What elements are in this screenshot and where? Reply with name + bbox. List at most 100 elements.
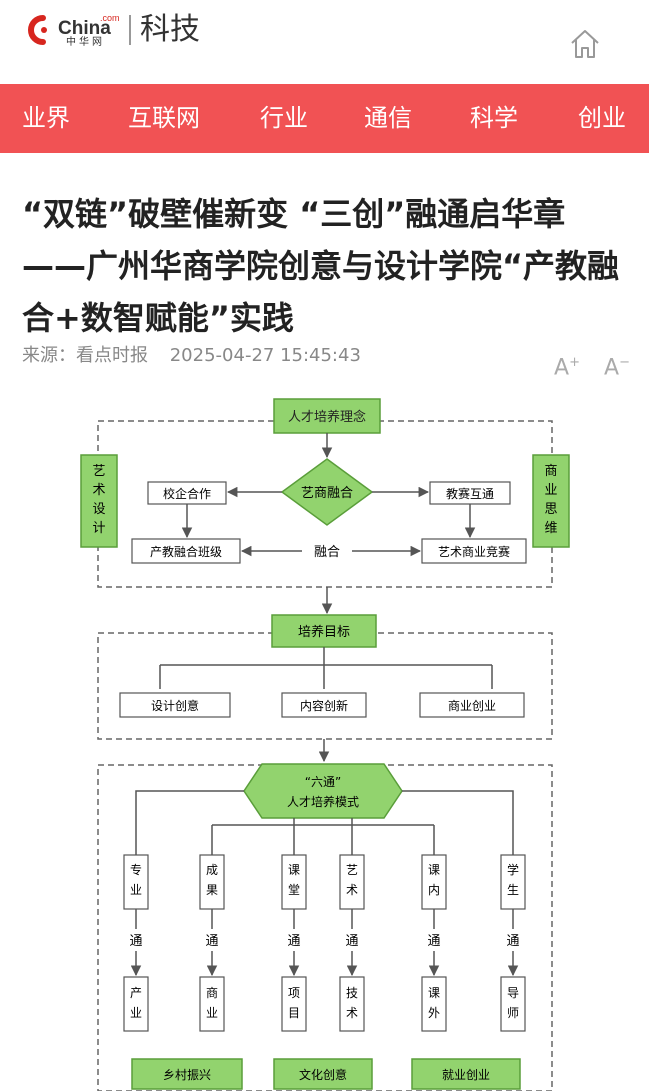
svg-text:中华网: 中华网 <box>66 35 105 48</box>
svg-text:.com: .com <box>100 13 120 23</box>
mode-hexagon-label: 人才培养模式 <box>287 794 359 809</box>
mode-hexagon-title: “六通” <box>305 775 341 789</box>
channel-nav: 业界 互联网 行业 通信 科学 创业 <box>0 84 649 153</box>
business-thinking-box <box>532 454 570 548</box>
font-increase-button[interactable]: A+ <box>554 355 580 381</box>
nav-item-industry[interactable]: 业界 <box>22 104 70 132</box>
site-header: China .com 中华网 科技 <box>0 0 649 84</box>
pair-top-box <box>199 854 225 910</box>
outcome-label: 就业创业 <box>442 1068 490 1082</box>
fusion-diamond-label: 艺商融合 <box>301 486 353 501</box>
goal-box-label: 培养目标 <box>298 624 350 640</box>
pair-bottom-char: 师 <box>507 1006 519 1020</box>
pair-bottom-char: 术 <box>346 1006 358 1020</box>
pair-top-char: 专 <box>130 862 142 877</box>
industry-class-label: 产教融合班级 <box>150 544 222 559</box>
article-source: 来源：看点时报 <box>22 345 148 366</box>
pair-bottom-char: 商 <box>206 985 218 1000</box>
business-thinking-char: 业 <box>544 483 557 498</box>
goal-frame <box>97 632 553 740</box>
pair-top-box <box>421 854 447 910</box>
pair-top-char: 生 <box>507 883 519 897</box>
teaching-competition-label: 教赛互通 <box>446 486 494 501</box>
outcome-label: 文化创意 <box>299 1067 347 1082</box>
art-design-char: 计 <box>92 521 105 536</box>
pair-bottom-box <box>500 976 526 1032</box>
pair-bottom-char: 目 <box>288 1006 300 1020</box>
pair-bottom-char: 业 <box>206 1006 218 1020</box>
nav-item-sector[interactable]: 行业 <box>260 104 308 132</box>
pair-bottom-box <box>281 976 307 1032</box>
logo-divider <box>129 15 131 45</box>
nav-item-internet[interactable]: 互联网 <box>128 104 200 132</box>
pair-top-box <box>281 854 307 910</box>
goal-box <box>271 614 377 648</box>
pair-bottom-char: 产 <box>130 986 142 1000</box>
fusion-diamond <box>280 458 374 526</box>
outcome-box <box>411 1058 521 1090</box>
nav-item-telecom[interactable]: 通信 <box>364 104 412 132</box>
pair-top-char: 学 <box>507 862 519 877</box>
outcome-box <box>131 1058 243 1090</box>
nav-item-startup[interactable]: 创业 <box>578 104 626 132</box>
pair-bottom-char: 项 <box>288 986 300 1000</box>
philosophy-box <box>273 398 381 434</box>
pair-bottom-char: 业 <box>130 1006 142 1020</box>
art-design-char: 设 <box>92 502 105 517</box>
art-design-char: 艺 <box>92 464 105 479</box>
pair-top-char: 成 <box>206 863 218 877</box>
pair-bottom-char: 课 <box>428 986 440 1000</box>
article-meta: 来源：看点时报 2025-04-27 15:45:43 <box>22 343 377 369</box>
pair-top-char: 术 <box>346 883 358 897</box>
pair-bottom-box <box>123 976 149 1032</box>
china-com-logo[interactable]: China .com 中华网 <box>24 12 128 48</box>
school-enterprise-label: 校企合作 <box>163 486 211 501</box>
mode-hexagon <box>243 763 403 819</box>
pair-connector-label: 通 <box>506 934 519 949</box>
business-thinking-char: 商 <box>544 464 557 479</box>
home-icon[interactable] <box>568 27 602 61</box>
goal-item-label: 内容创新 <box>300 698 348 713</box>
pair-bottom-char: 导 <box>507 986 519 1000</box>
article-datetime: 2025-04-27 15:45:43 <box>169 345 361 366</box>
goal-item <box>281 692 367 718</box>
fusion-label: 融合 <box>314 545 340 560</box>
pair-connector-label: 通 <box>427 934 440 949</box>
article-figure-diagram: 人才培养理念 艺 术 设 计 商 业 思 维 艺商融合 校企合作 教赛互通 产教… <box>80 398 570 1091</box>
art-competition-label: 艺术商业竞赛 <box>438 544 510 559</box>
pair-connector-label: 通 <box>205 934 218 949</box>
business-thinking-char: 思 <box>544 502 557 517</box>
pair-top-char: 业 <box>130 883 142 897</box>
font-decrease-button[interactable]: A− <box>604 355 630 381</box>
outcome-label: 乡村振兴 <box>163 1068 211 1082</box>
pair-top-char: 艺 <box>346 863 358 877</box>
pair-top-box <box>123 854 149 910</box>
channel-title: 科技 <box>140 12 200 47</box>
outcome-box <box>273 1058 373 1090</box>
nav-item-science[interactable]: 科学 <box>470 104 518 132</box>
svg-text:China: China <box>58 18 111 39</box>
goal-item <box>419 692 525 718</box>
art-design-char: 术 <box>92 483 105 498</box>
pair-connector-label: 通 <box>287 934 300 949</box>
pair-top-box <box>339 854 365 910</box>
business-thinking-char: 维 <box>544 521 557 536</box>
pair-connector-label: 通 <box>345 934 358 949</box>
pair-top-char: 课 <box>428 863 440 877</box>
article-title: “双链”破壁催新变 “三创”融通启华章 ——广州华商学院创意与设计学院“产教融合… <box>22 195 620 337</box>
pair-bottom-box <box>199 976 225 1032</box>
goal-item-label: 商业创业 <box>448 698 496 713</box>
pair-top-char: 果 <box>206 883 218 897</box>
pair-top-char: 课 <box>288 863 300 877</box>
goal-item-label: 设计创意 <box>151 698 199 713</box>
goal-item <box>119 692 231 718</box>
pair-connector-label: 通 <box>129 934 142 949</box>
pair-top-char: 堂 <box>288 883 300 897</box>
pair-bottom-char: 外 <box>428 1006 440 1020</box>
pair-bottom-char: 技 <box>346 986 358 1000</box>
industry-class-box <box>131 538 241 564</box>
art-design-box <box>80 454 118 548</box>
pair-bottom-box <box>421 976 447 1032</box>
pair-bottom-box <box>339 976 365 1032</box>
art-competition-box <box>421 538 527 564</box>
